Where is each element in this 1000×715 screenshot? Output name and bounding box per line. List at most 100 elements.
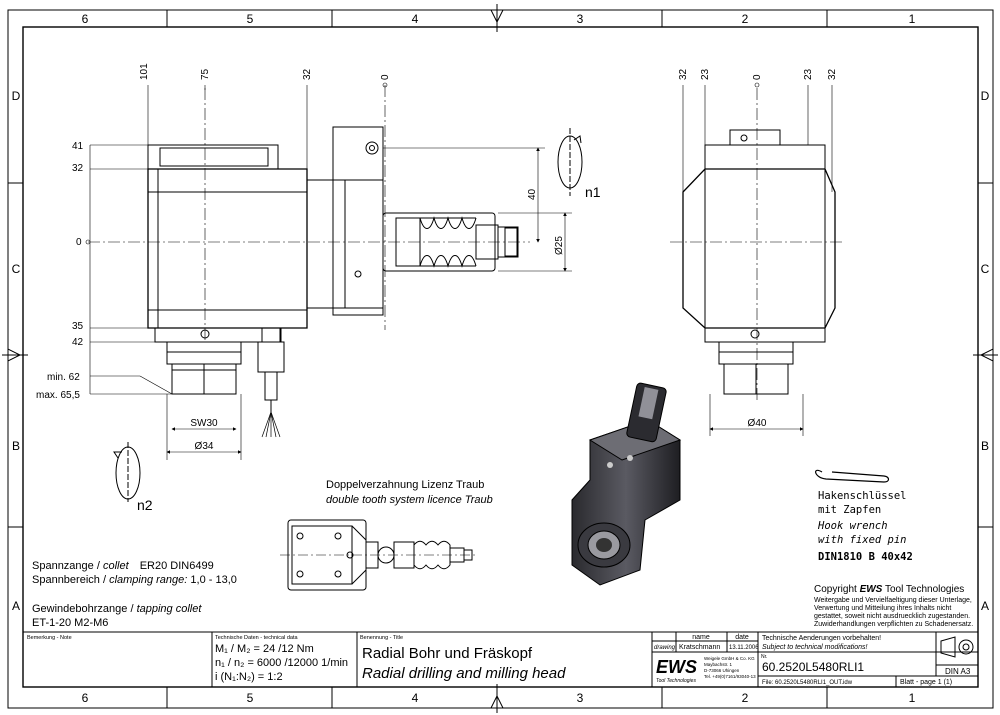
company-l2: Maybachstr. 1 bbox=[704, 662, 733, 667]
spannzange-val: ER20 DIN6499 bbox=[140, 560, 214, 572]
copyright-l2: Verwertung und Mitteilung ihres Inhalts … bbox=[814, 605, 951, 612]
side-dim-top: 32 bbox=[678, 68, 689, 80]
sw30-label: SW30 bbox=[190, 418, 218, 429]
copyright-l4: Zuwiderhandlungen verpflichten zu Schade… bbox=[814, 621, 973, 628]
col-label-top: 6 bbox=[82, 12, 89, 26]
n-line: n₁ / n₂ = 6000 /12000 1/min bbox=[215, 657, 348, 669]
col-label-bottom: 4 bbox=[412, 691, 419, 705]
dim-left: 41 bbox=[72, 141, 84, 152]
dim-left: 35 bbox=[72, 321, 84, 332]
file-name: File: 60.2520L5480RLI1_OUT.idw bbox=[762, 680, 853, 686]
side-dim-top: 23 bbox=[700, 68, 711, 80]
side-centerlines bbox=[670, 88, 845, 400]
side-dim-labels: 32 23 0 23 32 Ø40 bbox=[678, 68, 838, 429]
col-label-bottom: 5 bbox=[247, 691, 254, 705]
col-label-top: 4 bbox=[412, 12, 419, 26]
spannzange-de: Spannzange / bbox=[32, 560, 101, 572]
copyright-l1: Weitergabe und Vervielfaeltigung dieser … bbox=[814, 597, 972, 604]
draw-date: 13.11.2006 bbox=[729, 645, 759, 651]
col-date: date bbox=[735, 634, 749, 641]
dim-left: 32 bbox=[72, 163, 84, 174]
col-label-top: 2 bbox=[742, 12, 749, 26]
wrench-l3: Hook wrench bbox=[817, 520, 888, 532]
copyright-l3: gestattet, soweit nicht ausdruecklich zu… bbox=[814, 613, 970, 620]
spannbereich-val: 1,0 - 13,0 bbox=[190, 574, 236, 586]
col-label-bottom: 6 bbox=[82, 691, 89, 705]
gewinde-en: tapping collet bbox=[137, 603, 203, 615]
copyright-title: Copyright EWS Tool Technologies bbox=[814, 584, 964, 595]
dim-top: 0 bbox=[380, 74, 391, 80]
row-label-left: A bbox=[12, 599, 20, 613]
wrench-l1: Hakenschlüssel bbox=[818, 490, 907, 502]
front-dim-labels: 101 75 0 32 41 32 0 35 42 min. 62 max. 6… bbox=[36, 63, 565, 452]
side-dim-top: 0 bbox=[752, 74, 763, 80]
title-block-text: Bemerkung - Note Technische Daten - tech… bbox=[27, 634, 971, 686]
isometric-view bbox=[571, 382, 682, 586]
spannbereich-en: clamping range: bbox=[109, 574, 187, 586]
n1-label: n1 bbox=[585, 184, 601, 200]
spannzange-en: collet bbox=[103, 560, 130, 572]
company-l4: Tel. +49(0)7161/93040-13 bbox=[704, 674, 756, 679]
i-line: i (N₁:N₂) = 1:2 bbox=[215, 671, 283, 683]
row-label-left: B bbox=[12, 439, 20, 453]
gewinde-line: Gewindebohrzange / tapping collet bbox=[32, 603, 202, 615]
doppel-en: double tooth system licence Traub bbox=[326, 494, 493, 506]
spannbereich-line: Spannbereich / clamping range: 1,0 - 13,… bbox=[32, 574, 237, 586]
benennung-label: Benennung - Title bbox=[360, 635, 403, 641]
gewinde-val: ET-1-20 M2-M6 bbox=[32, 617, 108, 629]
col-label-bottom: 2 bbox=[742, 691, 749, 705]
part-number: 60.2520L5480RLI1 bbox=[762, 660, 864, 674]
dim-left: 42 bbox=[72, 337, 84, 348]
doppel-de: Doppelverzahnung Lizenz Traub bbox=[326, 479, 484, 491]
side-view bbox=[682, 129, 836, 395]
spannbereich-de: Spannbereich / bbox=[32, 574, 107, 586]
col-label-top: 1 bbox=[909, 12, 916, 26]
drawer-name: Kratschmann bbox=[679, 644, 720, 651]
wrench-l4: with fixed pin bbox=[818, 534, 907, 546]
dim-top: 101 bbox=[139, 63, 150, 80]
row-label-right: A bbox=[981, 599, 989, 613]
col-label-bottom: 1 bbox=[909, 691, 916, 705]
col-name: name bbox=[692, 634, 710, 641]
rotation-n1-icon bbox=[557, 128, 583, 196]
side-dimensions bbox=[682, 82, 833, 436]
ews-logo-sub: Tool Technologies bbox=[656, 678, 696, 684]
front-view bbox=[147, 126, 519, 438]
wrench-l5: DIN1810 B 40x42 bbox=[818, 551, 913, 563]
dia34-label: Ø34 bbox=[195, 441, 214, 452]
nr-label: Nr. bbox=[761, 654, 767, 660]
dia25-label: Ø25 bbox=[554, 236, 565, 255]
col-label-top: 3 bbox=[577, 12, 584, 26]
row-label-left: D bbox=[12, 89, 21, 103]
change-en: Subject to technical modifications! bbox=[762, 644, 867, 651]
rotation-n2-icon bbox=[113, 442, 141, 502]
dim-left: 0 bbox=[76, 237, 82, 248]
wrench-notes: Hakenschlüssel mit Zapfen Hook wrench wi… bbox=[817, 490, 913, 563]
din-format: DIN A3 bbox=[945, 667, 971, 676]
frame-labels: 6 5 4 3 2 1 6 5 4 3 2 1 D C B A D C B A bbox=[12, 12, 990, 705]
gewinde-de: Gewindebohrzange / bbox=[32, 603, 134, 615]
spannzange-line: Spannzange / collet ER20 DIN6499 bbox=[32, 560, 214, 572]
front-centerlines bbox=[88, 85, 530, 340]
ews-logo: EWS bbox=[656, 657, 697, 677]
drawing-frame bbox=[2, 4, 998, 713]
company-l3: D-73066 Uhingen bbox=[704, 668, 740, 673]
title-de: Radial Bohr und Fräskopf bbox=[362, 645, 533, 662]
dim-top: 75 bbox=[200, 68, 211, 80]
projection-symbol-icon bbox=[940, 636, 974, 658]
n2-label: n2 bbox=[137, 497, 153, 513]
max-label: max. 65,5 bbox=[36, 390, 80, 401]
wrench-l2: mit Zapfen bbox=[818, 504, 881, 516]
title-en: Radial drilling and milling head bbox=[362, 665, 566, 682]
change-de: Technische Aenderungen vorbehalten! bbox=[762, 635, 881, 642]
row-label-right: D bbox=[981, 89, 990, 103]
techdaten-label: Technische Daten - technical data bbox=[215, 635, 298, 641]
min-label: min. 62 bbox=[47, 372, 80, 383]
dim-top: 32 bbox=[302, 68, 313, 80]
row-label-left: C bbox=[12, 262, 21, 276]
row-label-right: B bbox=[981, 439, 989, 453]
notes: Doppelverzahnung Lizenz Traub double too… bbox=[32, 479, 493, 629]
bemerkung-label: Bemerkung - Note bbox=[27, 635, 72, 641]
hook-wrench-icon bbox=[815, 469, 890, 483]
